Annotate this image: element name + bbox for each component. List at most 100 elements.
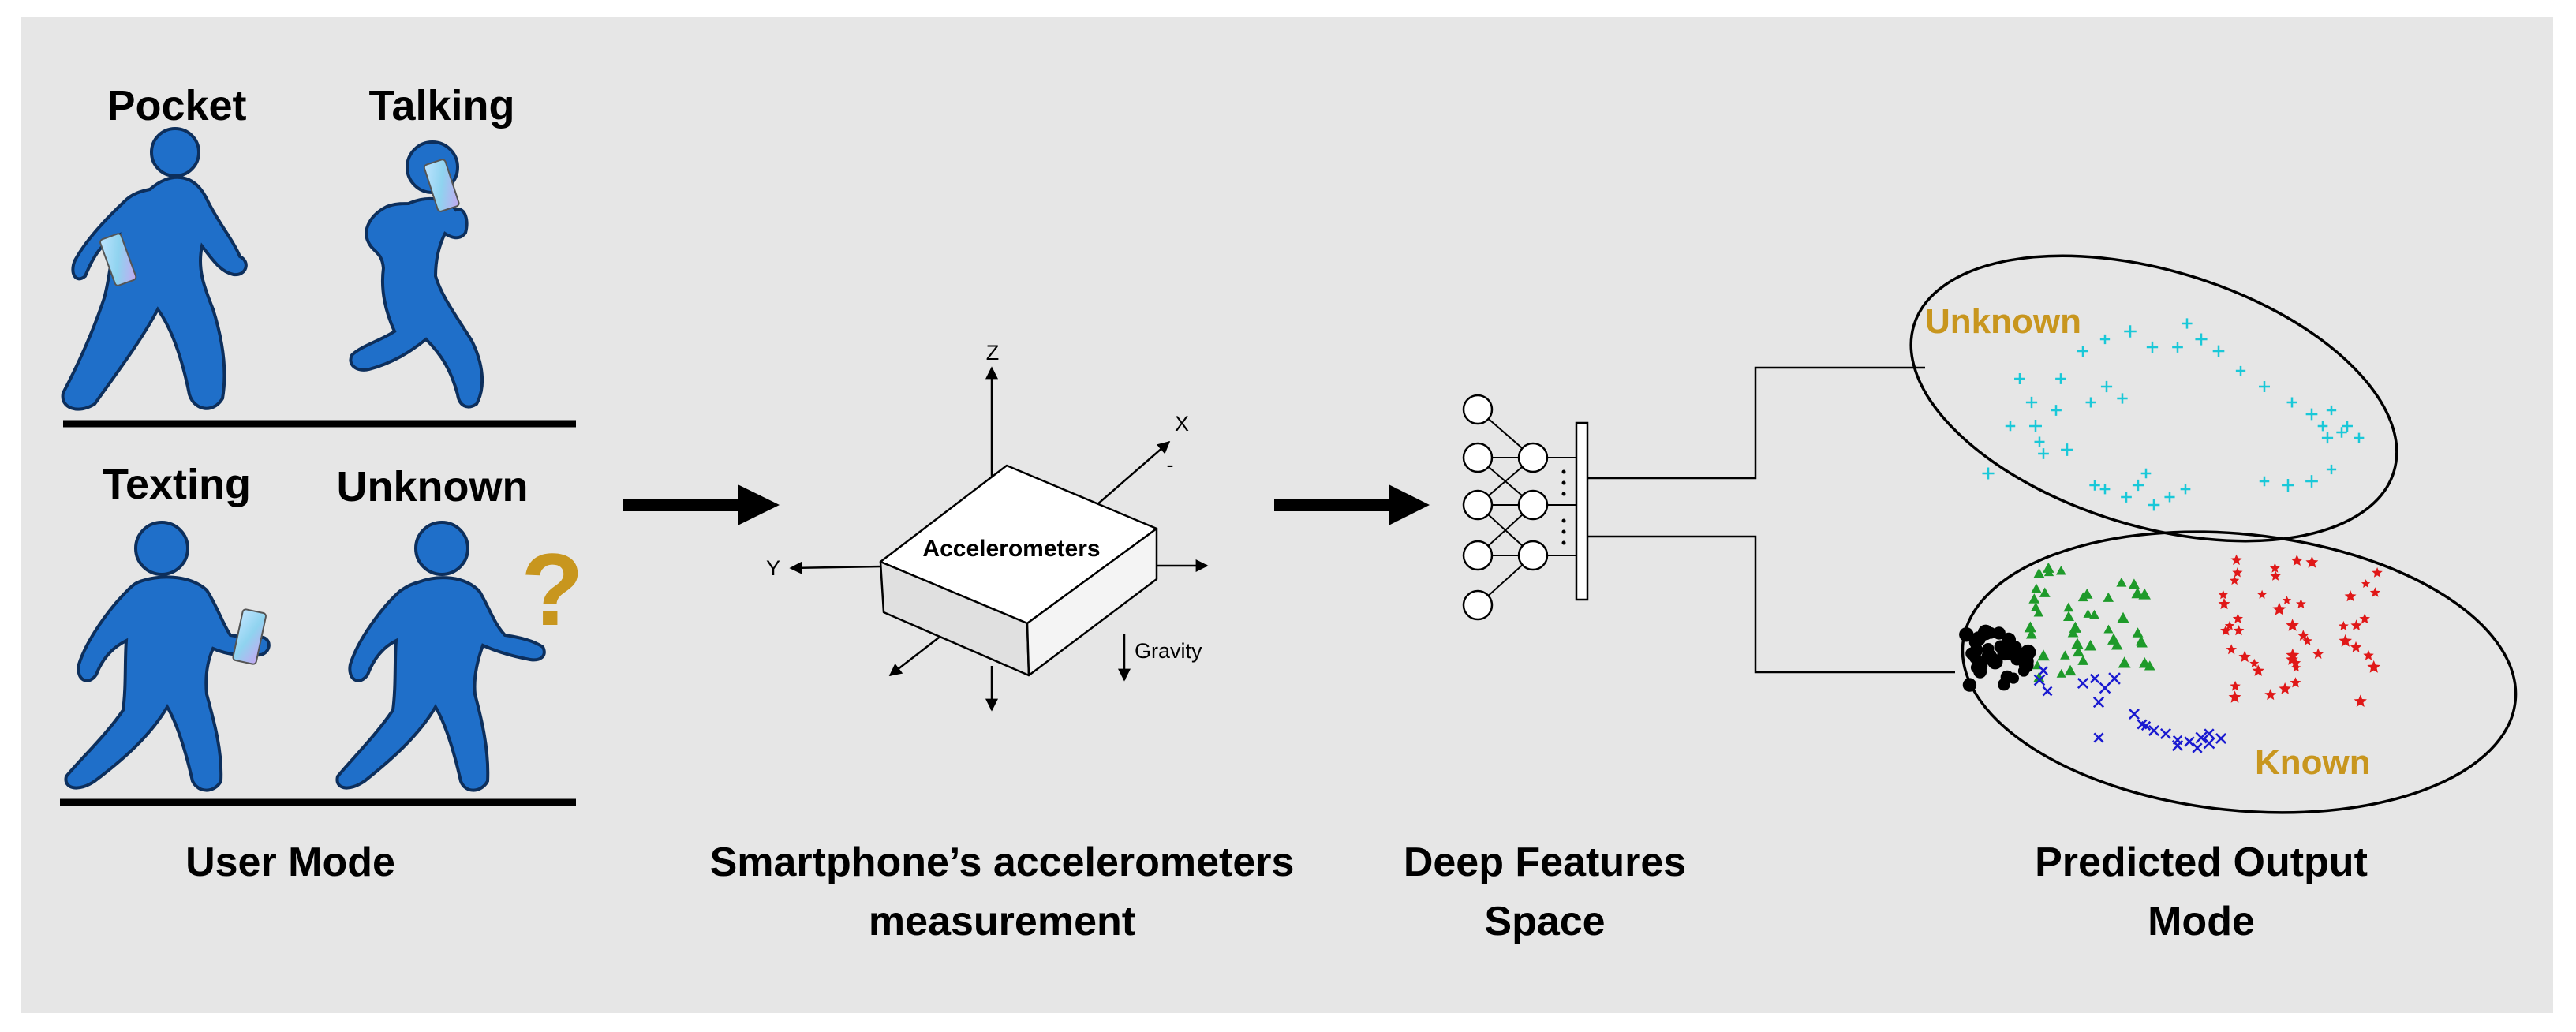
axis-z-label: Z [986, 341, 1000, 365]
question-mark: ? [521, 532, 583, 647]
known-point-star [2230, 575, 2240, 585]
known-point-x [2192, 742, 2203, 753]
label-talking: Talking [368, 82, 514, 129]
known-point-x [2148, 725, 2159, 736]
unknown-point [2182, 318, 2193, 329]
unknown-point [2146, 341, 2159, 353]
known-point-star [2297, 630, 2309, 641]
known-point-triangle [2131, 587, 2144, 599]
scatter-points [1959, 318, 2383, 753]
accelerometer-box [879, 464, 1158, 677]
known-point-x [2184, 736, 2195, 747]
known-point-x [2140, 720, 2152, 731]
label-unknown-mode: Unknown [337, 463, 529, 510]
unknown-point [2336, 427, 2347, 438]
known-point-x [2108, 672, 2121, 685]
known-point-star [2252, 664, 2264, 676]
unknown-point [2099, 484, 2111, 495]
known-point-x [2195, 731, 2208, 744]
known-point-star [2354, 694, 2367, 707]
caption-deep-line1: Deep Features [1404, 839, 1686, 885]
known-point-star [2270, 570, 2281, 581]
known-point-triangle [2033, 671, 2045, 682]
gravity-label: Gravity [1135, 639, 1202, 663]
known-point-star [2291, 663, 2301, 672]
feature-vector-bar [1575, 421, 1589, 601]
known-point-triangle [2072, 645, 2084, 657]
nn-dots [1561, 469, 1566, 545]
unknown-point [2038, 448, 2049, 459]
known-point-star [2228, 690, 2241, 703]
axis-x-sign: - [1167, 453, 1174, 477]
known-point-star [2230, 554, 2242, 566]
unknown-point [2029, 420, 2042, 432]
accelerometer-box-label: Accelerometers [922, 536, 1100, 562]
known-point-star [2359, 613, 2370, 624]
known-point-triangle [2037, 649, 2050, 661]
unknown-point [2259, 381, 2270, 392]
known-point-star [2249, 658, 2260, 668]
known-point-triangle [2039, 587, 2051, 597]
known-point-star [2344, 590, 2357, 602]
known-point-triangle [2064, 664, 2077, 676]
unknown-point [2121, 492, 2132, 503]
known-ellipse [1961, 530, 2518, 814]
unknown-point [2140, 468, 2152, 479]
known-point-dot [1984, 626, 1997, 639]
unknown-point [2164, 492, 2175, 503]
caption-accel-line2: measurement [869, 899, 1135, 944]
known-point-triangle [2031, 583, 2042, 593]
known-point-x [2171, 739, 2184, 752]
known-point-dot [1959, 627, 1974, 642]
figure-texting [64, 521, 271, 792]
known-point-star [2226, 644, 2237, 655]
unknown-point [2077, 345, 2089, 357]
known-point-triangle [2028, 593, 2040, 604]
unknown-point [2317, 421, 2328, 432]
known-point-x [2042, 686, 2053, 697]
unknown-point [2148, 499, 2160, 511]
known-point-dot [1971, 631, 1987, 646]
known-point-triangle [2063, 602, 2074, 612]
known-point-triangle [2117, 611, 2129, 623]
unknown-point [2117, 393, 2128, 404]
known-point-triangle [2077, 655, 2089, 665]
figure-unknown [335, 521, 546, 792]
known-point-dot [1994, 640, 2007, 653]
known-point-triangle [2084, 639, 2097, 651]
label-pocket: Pocket [107, 82, 246, 129]
known-point-star [2230, 680, 2241, 691]
known-point-triangle [2062, 611, 2074, 621]
unknown-point [2195, 333, 2208, 346]
known-point-triangle [2060, 650, 2070, 660]
known-point-star [2220, 625, 2232, 636]
known-point-x [2038, 665, 2049, 676]
known-point-triangle [2071, 638, 2084, 649]
known-point-x [2089, 673, 2100, 684]
known-point-x [2099, 682, 2111, 694]
unknown-point [2172, 342, 2183, 353]
known-point-star [2290, 657, 2301, 668]
known-point-triangle [2077, 592, 2088, 602]
figure-pocket [61, 127, 248, 411]
known-point-star [2312, 648, 2324, 659]
known-point-triangle [2116, 577, 2127, 587]
known-point-triangle [2118, 656, 2131, 668]
unknown-point [2259, 476, 2270, 487]
user-mode-panel: Pocket Talking Texting Unknown [60, 82, 584, 885]
known-point-triangle [2128, 578, 2140, 589]
axis-x-line [1096, 440, 1171, 506]
known-point-dot [1992, 626, 2006, 640]
known-point-star [2369, 587, 2380, 597]
caption-output-line2: Mode [2148, 899, 2255, 944]
known-point-triangle [2024, 621, 2037, 633]
unknown-point [2321, 432, 2334, 444]
known-point-triangle [2103, 592, 2114, 602]
nn-hidden-nodes [1517, 442, 1549, 571]
known-point-star [2238, 650, 2251, 663]
unknown-point [2100, 380, 2113, 393]
known-point-triangle [2137, 637, 2148, 648]
known-point-triangle [2069, 621, 2082, 633]
unknown-point [2282, 479, 2294, 492]
known-point-star [2290, 677, 2301, 688]
